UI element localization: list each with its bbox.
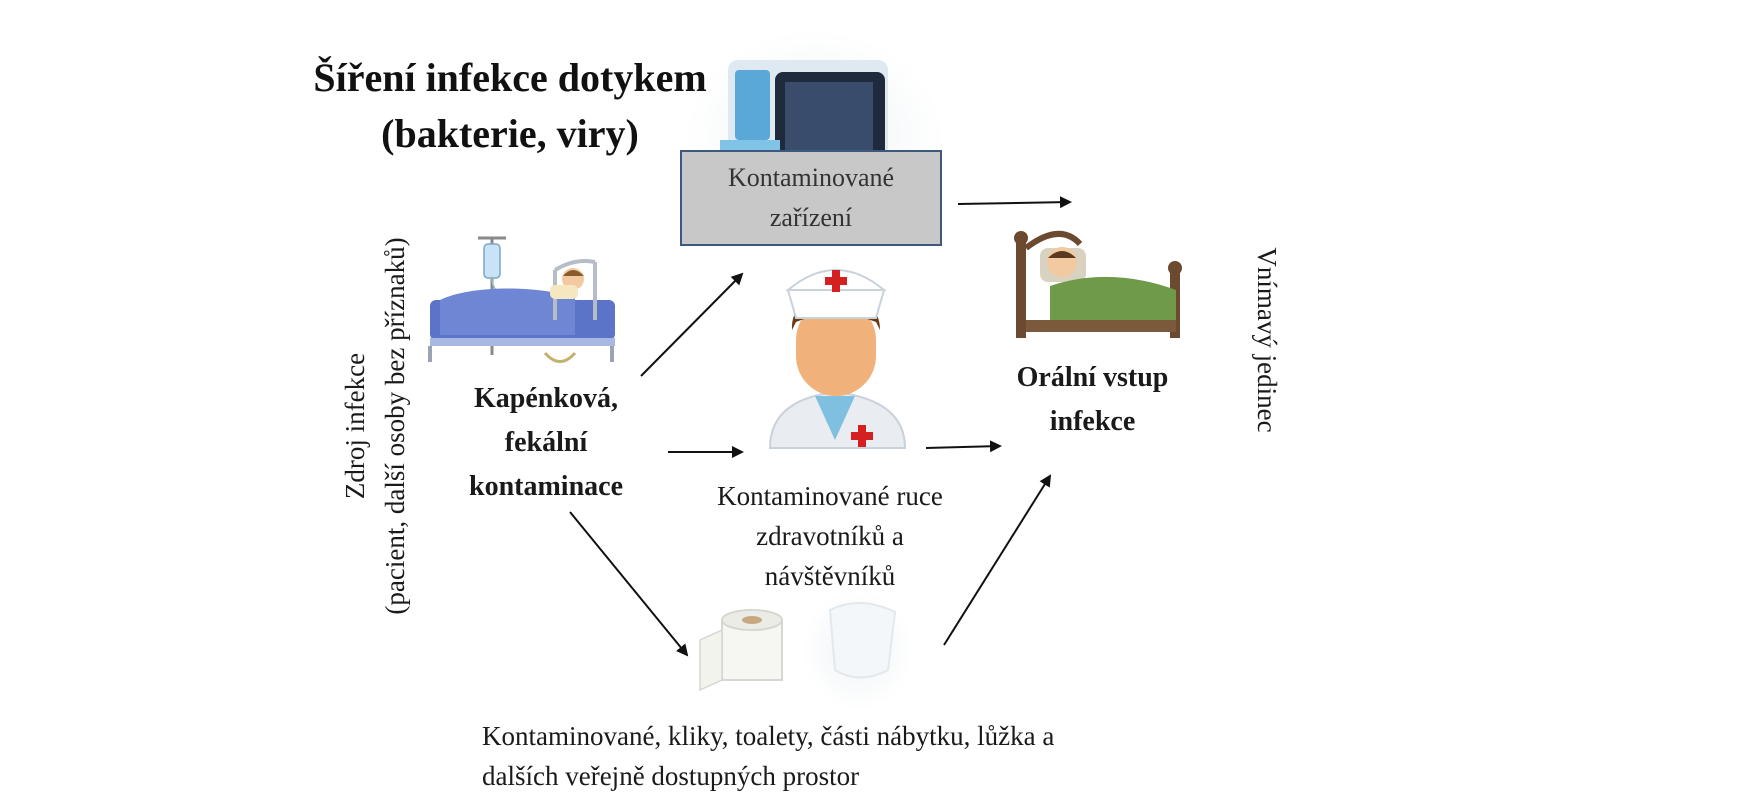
target-side-text: Vnímavý jedinec <box>1252 247 1282 433</box>
hands-line-1: Kontaminované ruce <box>717 481 943 511</box>
title-line-2: (bakterie, viry) <box>381 111 639 156</box>
arrow-source-to-surfaces <box>569 511 689 657</box>
equipment-line-1: Kontaminované <box>727 163 895 192</box>
equipment-line-2: zařízení <box>769 203 853 232</box>
diagram-title: Šíření infekce dotykem (bakterie, viry) <box>300 50 720 162</box>
title-line-1: Šíření infekce dotykem <box>313 55 707 100</box>
oral-entry-label: Orální vstup infekce <box>975 356 1210 444</box>
source-side-line-1: Zdroj infekce <box>340 352 370 500</box>
surfaces-line-1: Kontaminované, kliky, toalety, části náb… <box>482 721 1055 751</box>
arrow-hands-to-target <box>925 440 1002 453</box>
nurse-icon <box>768 269 907 449</box>
source-label-line-1: Kapénková, <box>474 383 618 414</box>
source-label-line-2: fekální <box>504 427 588 458</box>
source-side-line-2: (pacient, další osoby bez příznaků) <box>380 237 410 615</box>
oral-line-1: Orální vstup <box>1016 362 1169 393</box>
contaminated-equipment-box: Kontaminované zařízení <box>680 150 942 246</box>
arrow-source-to-equipment <box>640 272 744 377</box>
oral-line-2: infekce <box>1049 406 1136 437</box>
source-label-line-3: kontaminace <box>469 471 623 502</box>
toilet-paper-icon <box>699 609 783 692</box>
surfaces-line-2: dalších veřejně dostupných prostor <box>482 761 860 791</box>
sleeping-person-bed-icon <box>1014 230 1182 338</box>
toilet-icon <box>803 590 913 710</box>
patient-in-bed-icon <box>428 236 615 363</box>
contamination-type-label: Kapénková, fekální kontaminace <box>441 377 651 509</box>
arrow-equipment-to-target <box>957 196 1072 209</box>
contaminated-hands-label: Kontaminované ruce zdravotníků a návštěv… <box>650 476 1010 596</box>
arrow-surfaces-to-target <box>943 474 1052 646</box>
hands-line-2: zdravotníků a <box>756 521 904 551</box>
hands-line-3: návštěvníků <box>764 561 896 591</box>
contaminated-surfaces-label: Kontaminované, kliky, toalety, části náb… <box>482 716 1242 796</box>
